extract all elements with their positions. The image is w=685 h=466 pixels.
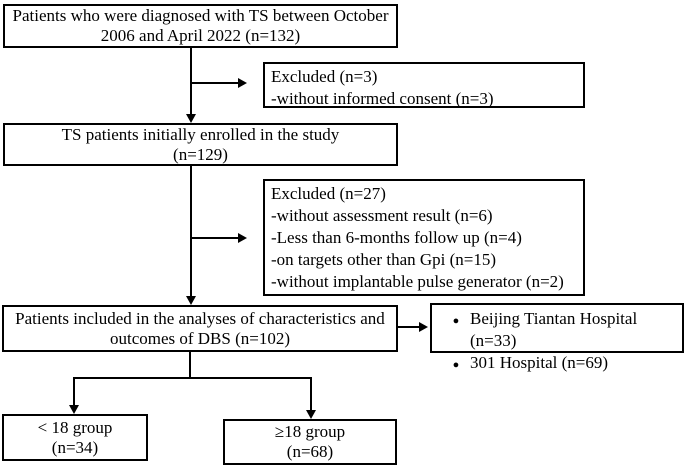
box-diagnosed-line-2: 2006 and April 2022 (n=132) bbox=[100, 26, 301, 45]
hospital-item-1-label: Beijing Tiantan Hospital (n=33) bbox=[470, 309, 638, 350]
arrowhead-down-enrolled bbox=[186, 114, 196, 123]
arrowhead-right-excluded-other bbox=[238, 233, 247, 243]
connector-diagnosed-to-enrolled bbox=[190, 47, 192, 114]
box-under-18-group: < 18 group (n=34) bbox=[2, 414, 148, 461]
box-diagnosed-line-1: Patients who were diagnosed with TS betw… bbox=[12, 6, 389, 25]
bullet-icon: ● bbox=[452, 315, 460, 327]
connector-branch-bar bbox=[73, 377, 312, 379]
connector-to-excluded-consent bbox=[191, 82, 238, 84]
connector-included-to-hospitals bbox=[398, 326, 419, 328]
arrowhead-down-included bbox=[186, 296, 196, 305]
hospital-item-1: ● Beijing Tiantan Hospital (n=33) bbox=[442, 308, 676, 352]
hospital-item-2-label: 301 Hospital (n=69) bbox=[470, 353, 609, 372]
arrowhead-right-hospitals bbox=[419, 322, 428, 332]
arrowhead-down-over-18 bbox=[306, 410, 316, 419]
box-hospitals: ● Beijing Tiantan Hospital (n=33) ● 301 … bbox=[430, 303, 684, 372]
excluded-consent-line-2: -without informed consent (n=3) bbox=[271, 89, 494, 108]
connector-to-over-18 bbox=[310, 378, 312, 411]
connector-to-under-18 bbox=[73, 378, 75, 406]
box-excluded-other: Excluded (n=27) -without assessment resu… bbox=[263, 179, 585, 296]
box-over-18-group: ≥18 group (n=68) bbox=[223, 419, 397, 465]
hospital-item-2: ● 301 Hospital (n=69) bbox=[442, 352, 676, 376]
box-included-line-2: outcomes of DBS (n=102) bbox=[109, 328, 291, 348]
over-18-line-1: ≥18 group bbox=[274, 422, 346, 441]
excluded-consent-line-1: Excluded (n=3) bbox=[271, 67, 378, 86]
bullet-icon: ● bbox=[452, 359, 460, 371]
connector-to-excluded-other bbox=[191, 237, 238, 239]
box-excluded-consent: Excluded (n=3) -without informed consent… bbox=[263, 62, 585, 108]
box-included-line-1: Patients included in the analyses of cha… bbox=[15, 308, 385, 328]
over-18-line-2: (n=68) bbox=[286, 442, 334, 461]
arrowhead-right-excluded-consent bbox=[238, 78, 247, 88]
excluded-other-line-1: Excluded (n=27) bbox=[271, 184, 386, 203]
box-diagnosed-patients: Patients who were diagnosed with TS betw… bbox=[3, 4, 398, 48]
connector-included-stem bbox=[189, 352, 191, 378]
arrowhead-down-under-18 bbox=[69, 405, 79, 414]
under-18-line-1: < 18 group bbox=[37, 417, 113, 437]
box-enrolled-line-1: TS patients initially enrolled in the st… bbox=[61, 124, 340, 144]
box-included-analyses: Patients included in the analyses of cha… bbox=[2, 305, 398, 352]
excluded-other-line-2: -without assessment result (n=6) bbox=[271, 206, 493, 225]
under-18-line-2: (n=34) bbox=[51, 437, 99, 457]
excluded-other-line-4: -on targets other than Gpi (n=15) bbox=[271, 250, 497, 269]
box-enrolled-patients: TS patients initially enrolled in the st… bbox=[3, 123, 398, 166]
excluded-other-line-5: -without implantable pulse generator (n=… bbox=[271, 272, 564, 291]
box-enrolled-line-2: (n=129) bbox=[173, 144, 228, 164]
connector-enrolled-to-included bbox=[190, 166, 192, 296]
excluded-other-line-3: -Less than 6-months follow up (n=4) bbox=[271, 228, 522, 247]
